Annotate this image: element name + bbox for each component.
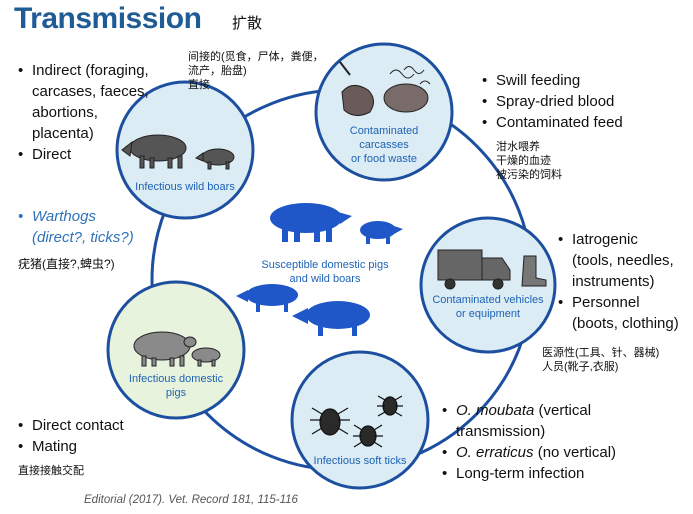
node-carcasses (314, 42, 454, 182)
label-domestic-pigs: Infectious domestic pigs (128, 373, 224, 399)
label-ticks: Infectious soft ticks (313, 455, 407, 467)
contact-cn: 直接接触交配 (18, 465, 84, 477)
contact-bullets: Direct contact Mating (18, 415, 198, 457)
tick-bullets: O. moubata (vertical transmission) O. er… (442, 400, 692, 484)
carcass-icon (339, 61, 431, 116)
page-title-cn: 扩散 (232, 15, 263, 32)
center-pig-icon (270, 203, 403, 244)
indirect-cn: 间接的(觅食，尸体，粪便， 流产，胎盘) 直接 (188, 51, 324, 91)
warthog-bullet: Warthogs (direct?, ticks?) (18, 206, 188, 248)
wild-boar-bullets: Indirect (foraging, carcases, faeces, ab… (18, 60, 188, 165)
label-carcasses: Contaminated carcasses or food waste (349, 125, 419, 165)
page-title: Transmission (14, 2, 202, 35)
node-ticks (290, 350, 430, 490)
tick-icon (310, 395, 403, 448)
boot-icon (521, 255, 547, 287)
feed-cn: 泔水喂养 干燥的血迹 被污染的饲料 (496, 141, 562, 181)
warthog-cn: 疣猪(直接?,蜱虫?) (18, 257, 115, 271)
truck-icon (437, 249, 511, 290)
label-center: Susceptible domestic pigs and wild boars (261, 259, 389, 285)
citation: Editorial (2017). Vet. Record 181, 115-1… (84, 494, 298, 506)
feed-bullets: Swill feeding Spray-dried blood Contamin… (482, 70, 682, 133)
iatrogenic-bullets: Iatrogenic (tools, needles, instruments)… (558, 229, 693, 334)
iatrogenic-cn: 医源性(工具、针、器械) 人员(靴子,衣服) (542, 347, 660, 373)
label-vehicles: Contaminated vehicles or equipment (432, 294, 544, 320)
pig-icon (133, 331, 221, 367)
center-boar-icon (236, 284, 370, 336)
label-wild-boars: Infectious wild boars (135, 181, 235, 193)
